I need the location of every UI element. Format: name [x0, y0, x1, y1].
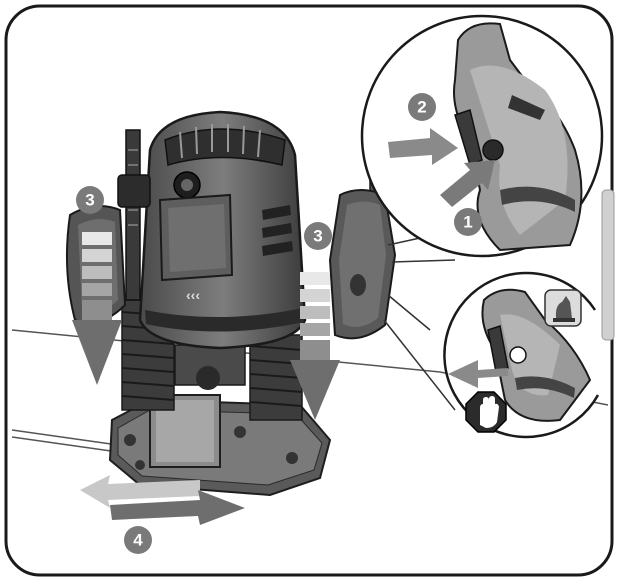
stop-hand-icon: [465, 391, 507, 433]
step-badge-3-left: 3: [76, 186, 104, 214]
svg-text:1: 1: [463, 213, 472, 232]
router-tool: ‹‹‹: [108, 110, 332, 497]
svg-text:2: 2: [417, 98, 426, 117]
right-handle: [328, 144, 397, 340]
side-tab: [601, 189, 615, 341]
svg-text:3: 3: [85, 191, 94, 210]
svg-text:3: 3: [313, 227, 322, 246]
down-arrow-left: [72, 232, 122, 385]
step-badge-4: 4: [124, 526, 152, 554]
down-arrow-right: [290, 272, 340, 420]
step-badge-2: 2: [408, 93, 436, 121]
slide-arrow: [80, 475, 245, 525]
step-badge-1: 1: [454, 208, 482, 236]
svg-text:4: 4: [133, 531, 143, 550]
callout-top: [360, 14, 604, 263]
step-badge-3-right: 3: [304, 222, 332, 250]
svg-text:‹‹‹: ‹‹‹: [186, 287, 200, 303]
thumb-press-icon: [544, 289, 582, 327]
